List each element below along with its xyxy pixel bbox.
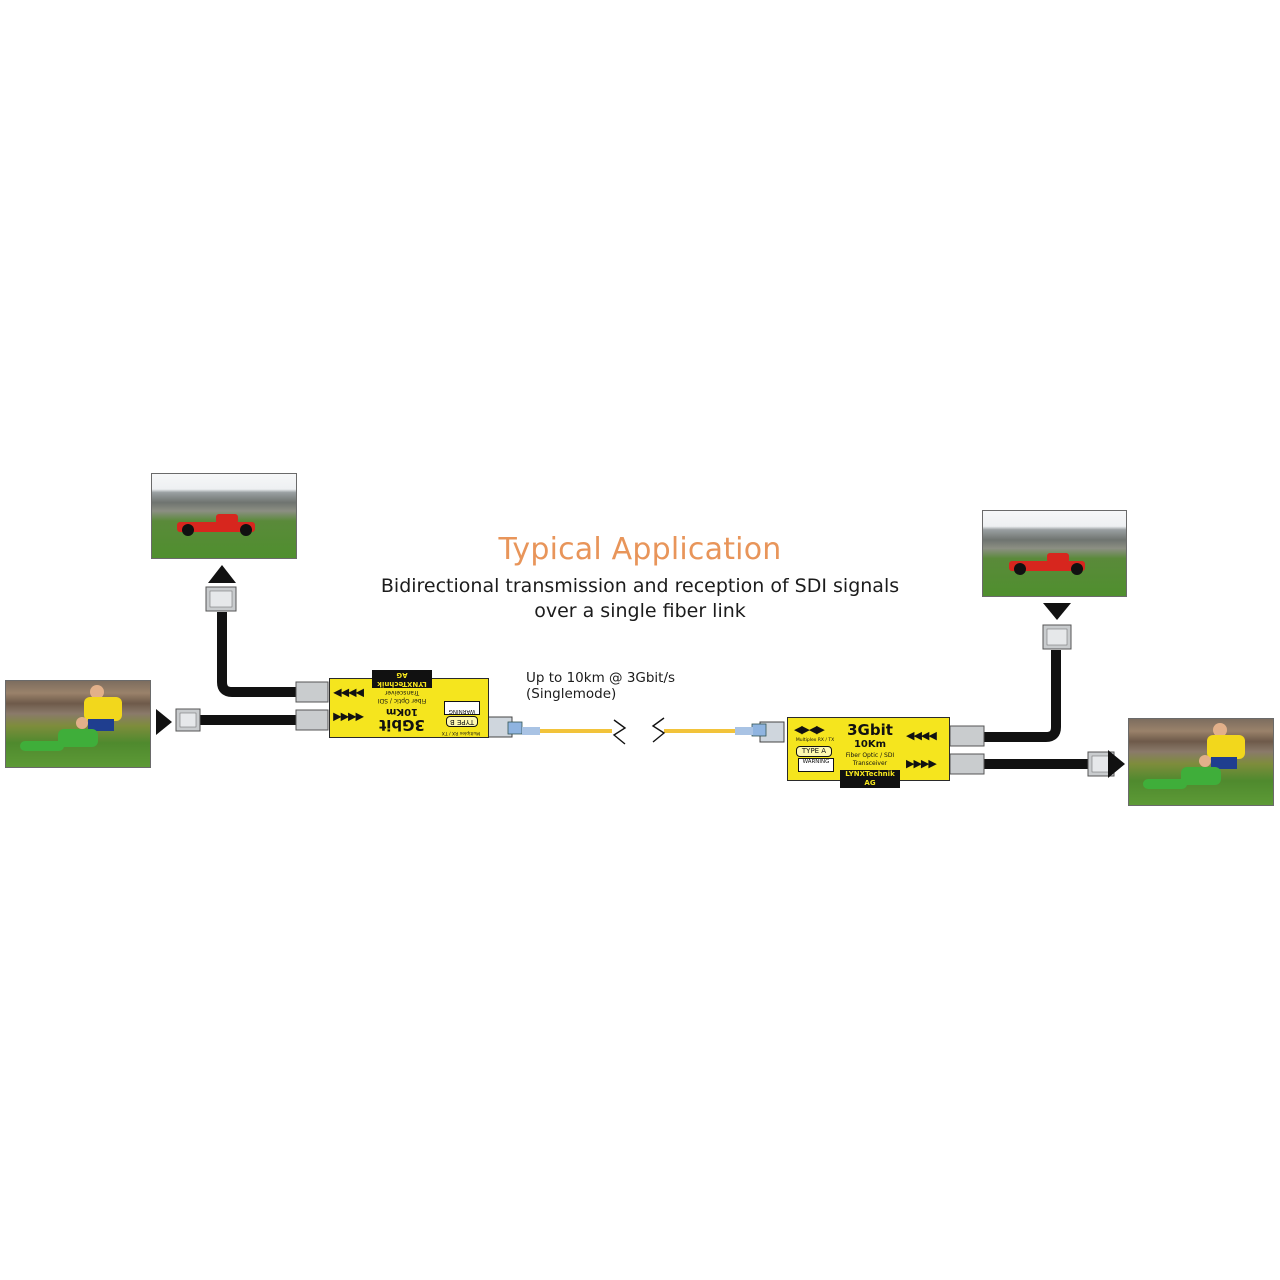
bnc-connector-left-device (295, 681, 329, 731)
transceiver-right: ◀▶◀▶ Multiplex RX / TX TYPE A WARNING 3G… (787, 717, 950, 788)
screen-left (5, 680, 151, 768)
device-mode: Multiplex RX / TX (795, 738, 835, 743)
device-desc-2: Transceiver (852, 760, 888, 767)
diagram-subtitle: Bidirectional transmission and reception… (0, 574, 1280, 624)
device-warning: WARNING (798, 758, 834, 772)
device-arrows-out: ▶▶▶▶ (906, 757, 937, 770)
device-warning: WARNING (444, 701, 480, 715)
device-desc-2: Transceiver (384, 689, 420, 696)
arrow-up-icon (208, 565, 236, 583)
fiber-label-line-2: (Singlemode) (526, 686, 617, 702)
fiber-label: Up to 10km @ 3Gbit/s (Singlemode) (526, 670, 675, 702)
bnc-connector-right-device (949, 725, 985, 775)
screen-right (1128, 718, 1274, 806)
device-mode: Multiplex RX / TX (441, 730, 481, 735)
transceiver-left: 3Gbit 10Km Fiber Optic / SDI Transceiver… (329, 670, 489, 738)
device-speed: 3Gbit (379, 716, 425, 734)
subtitle-line-2: over a single fiber link (534, 600, 746, 622)
right-output-cable (982, 650, 1061, 742)
device-type: TYPE A (796, 746, 832, 757)
screen-top-left (151, 473, 297, 559)
arrow-right-icon-right (1108, 750, 1125, 778)
race-car (1009, 561, 1085, 571)
player-yellow (1207, 735, 1245, 759)
left-output-cable (217, 612, 300, 697)
device-arrows-out: ◀◀◀◀ (334, 711, 364, 724)
device-type: TYPE B (446, 716, 478, 727)
diagram-title: Typical Application (498, 532, 782, 567)
race-car (177, 522, 255, 532)
arrow-down-icon (1043, 603, 1071, 620)
device-brand: LYNXTechnik AG (372, 670, 432, 688)
subtitle-line-1: Bidirectional transmission and reception… (380, 575, 900, 597)
device-desc-1: Fiber Optic / SDI (377, 697, 427, 704)
device-arrows-fiber: ◀▶◀▶ (794, 723, 825, 736)
bnc-connector-icon (205, 586, 237, 612)
arrow-right-icon (156, 709, 172, 735)
device-distance: 10Km (853, 739, 887, 750)
device-brand: LYNXTechnik AG (840, 770, 900, 788)
screen-top-right (982, 510, 1127, 597)
fiber-break-icon-right (651, 717, 666, 743)
device-arrows-in: ▶▶▶▶ (334, 687, 364, 700)
player-green (1181, 767, 1221, 785)
bnc-connector-left-input (175, 708, 201, 732)
device-arrows-in: ◀◀◀◀ (906, 729, 937, 742)
fiber-label-line-1: Up to 10km @ 3Gbit/s (526, 670, 676, 686)
device-desc-1: Fiber Optic / SDI (845, 752, 895, 759)
device-speed: 3Gbit (847, 721, 893, 739)
device-distance: 10Km (385, 706, 419, 717)
player-green (58, 729, 98, 747)
fiber-break-icon (612, 719, 627, 745)
bnc-connector-right-top (1042, 624, 1072, 650)
player-yellow (84, 697, 122, 721)
